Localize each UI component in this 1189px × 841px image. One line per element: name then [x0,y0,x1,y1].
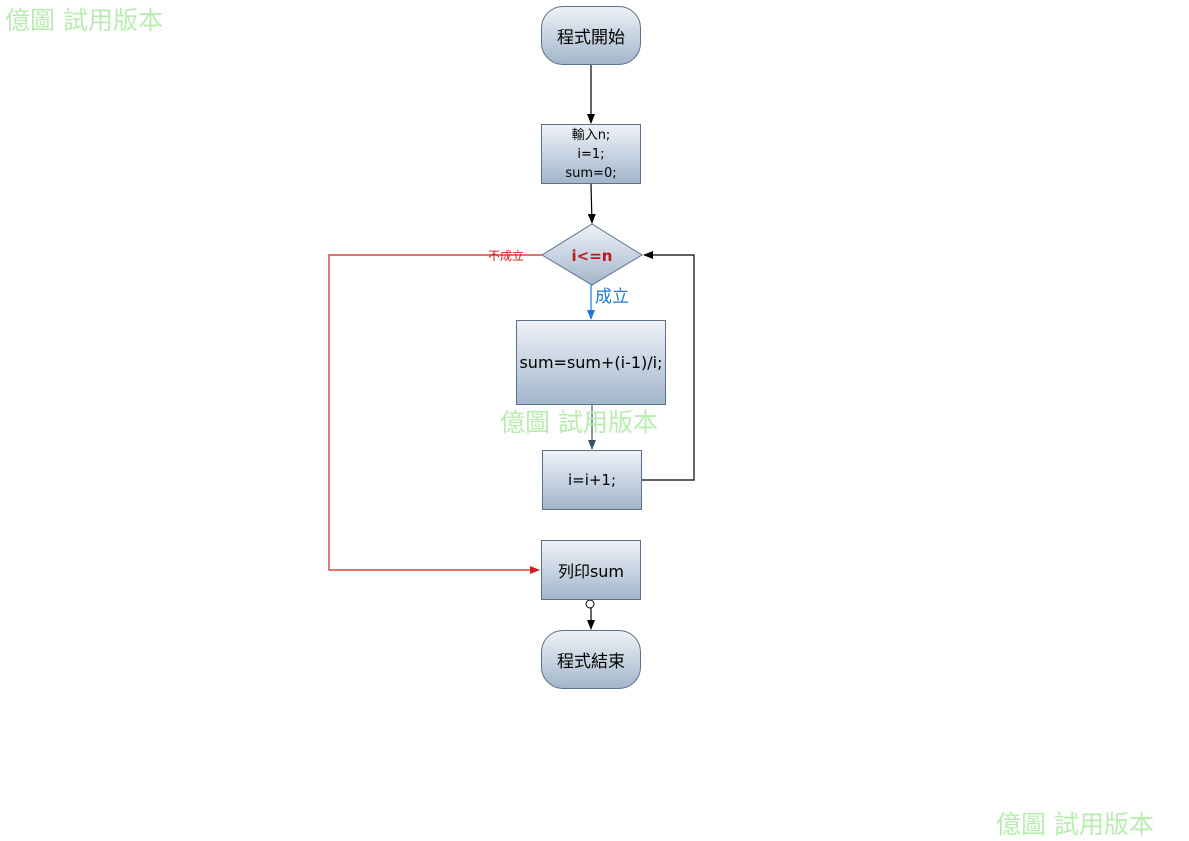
input-line-1: 輸入n; [571,127,611,143]
watermark-bottom-right: 億圖 試用版本 [996,810,1154,839]
start-node: 程式開始 [541,6,641,65]
input-node: 輸入n; i=1; sum=0; [541,124,641,184]
increment-node: i=i+1; [542,450,642,510]
condition-diamond [541,223,643,286]
condition-text: i<=n [572,247,613,265]
input-line-3: sum=0; [565,165,617,181]
edge-loop-back [642,251,695,481]
connector-dot [585,599,595,609]
edge-input-to-condition [587,183,596,224]
end-node: 程式結束 [541,630,641,689]
body-node: sum=sum+(i-1)/i; [516,320,666,405]
watermark-top-left: 億圖 試用版本 [5,6,163,35]
true-edge-label: 成立 [595,287,629,307]
input-line-2: i=1; [577,146,605,162]
watermark-center: 億圖 試用版本 [500,408,658,437]
edge-condition-false [328,254,542,574]
false-edge-label: 不成立 [488,249,525,263]
print-node: 列印sum [541,540,641,600]
